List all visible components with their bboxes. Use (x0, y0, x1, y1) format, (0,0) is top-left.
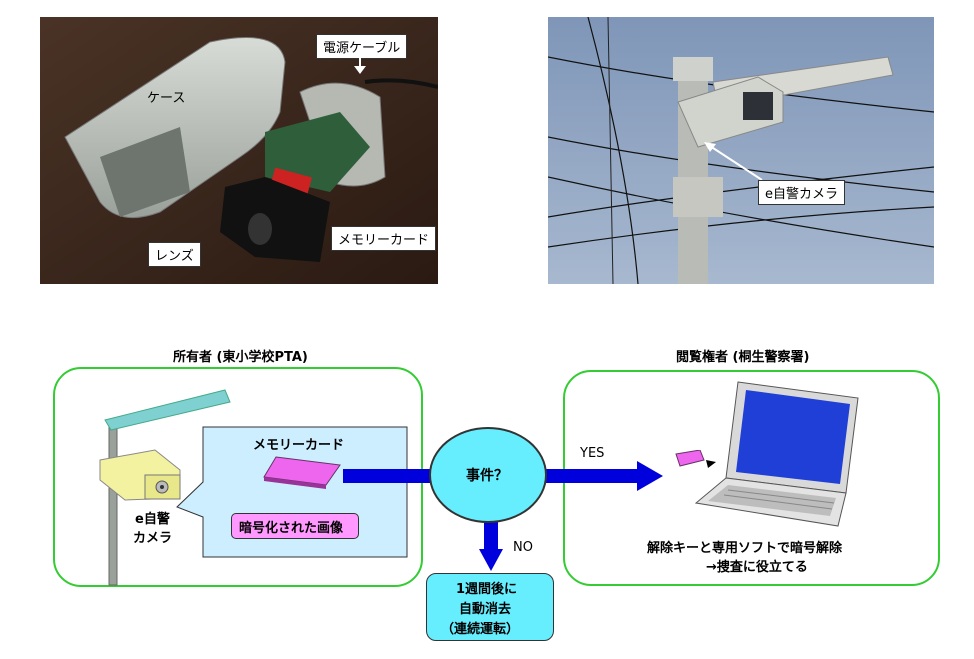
encrypted-image-label: 暗号化された画像 (239, 521, 344, 536)
case-label: ケース (147, 91, 186, 106)
viewer-caption-line2: →捜査に役立てる (706, 560, 808, 575)
arrow-no (479, 515, 503, 577)
installed-camera-photo (548, 17, 934, 284)
camera-pointer (700, 140, 770, 189)
arrow-yes (543, 461, 667, 495)
memory-card-label: メモリーカード (331, 226, 437, 251)
street-camera-illustration (95, 380, 245, 594)
decision-node (429, 427, 547, 523)
encrypted-image-badge (231, 513, 359, 539)
laptop-illustration (668, 378, 868, 532)
yes-label: YES (580, 446, 605, 461)
viewer-heading: 閲覧権者 (桐生警察署) (676, 350, 810, 365)
auto-delete-line2: 自動消去 (459, 602, 512, 617)
owner-heading: 所有者 (東小学校PTA) (173, 350, 308, 365)
inserted-card-icon (670, 449, 722, 478)
installed-camera-illustration (548, 17, 934, 284)
auto-delete-line1: 1週間後に (456, 582, 518, 597)
power-cable-label: 電源ケーブル (316, 34, 408, 59)
lens-label: レンズ (148, 242, 201, 267)
camera-parts-illustration (40, 17, 438, 284)
memory-card-title: メモリーカード (253, 438, 345, 453)
camera-parts-photo (40, 17, 438, 284)
power-cable-arrow (352, 52, 368, 80)
auto-delete-box (426, 573, 554, 641)
auto-delete-line3: （連続運転） (441, 622, 520, 637)
memory-card-icon (262, 455, 342, 495)
decision-question: 事件？ (466, 468, 508, 484)
no-label: NO (513, 540, 533, 555)
camera-label-line1: e自警 (135, 512, 170, 527)
e-jikei-camera-label: e自警カメラ (758, 180, 845, 205)
viewer-caption-line1: 解除キーと専用ソフトで暗号解除 (647, 541, 843, 556)
camera-label-line2: カメラ (133, 531, 173, 546)
arrow-to-decision (343, 465, 443, 491)
